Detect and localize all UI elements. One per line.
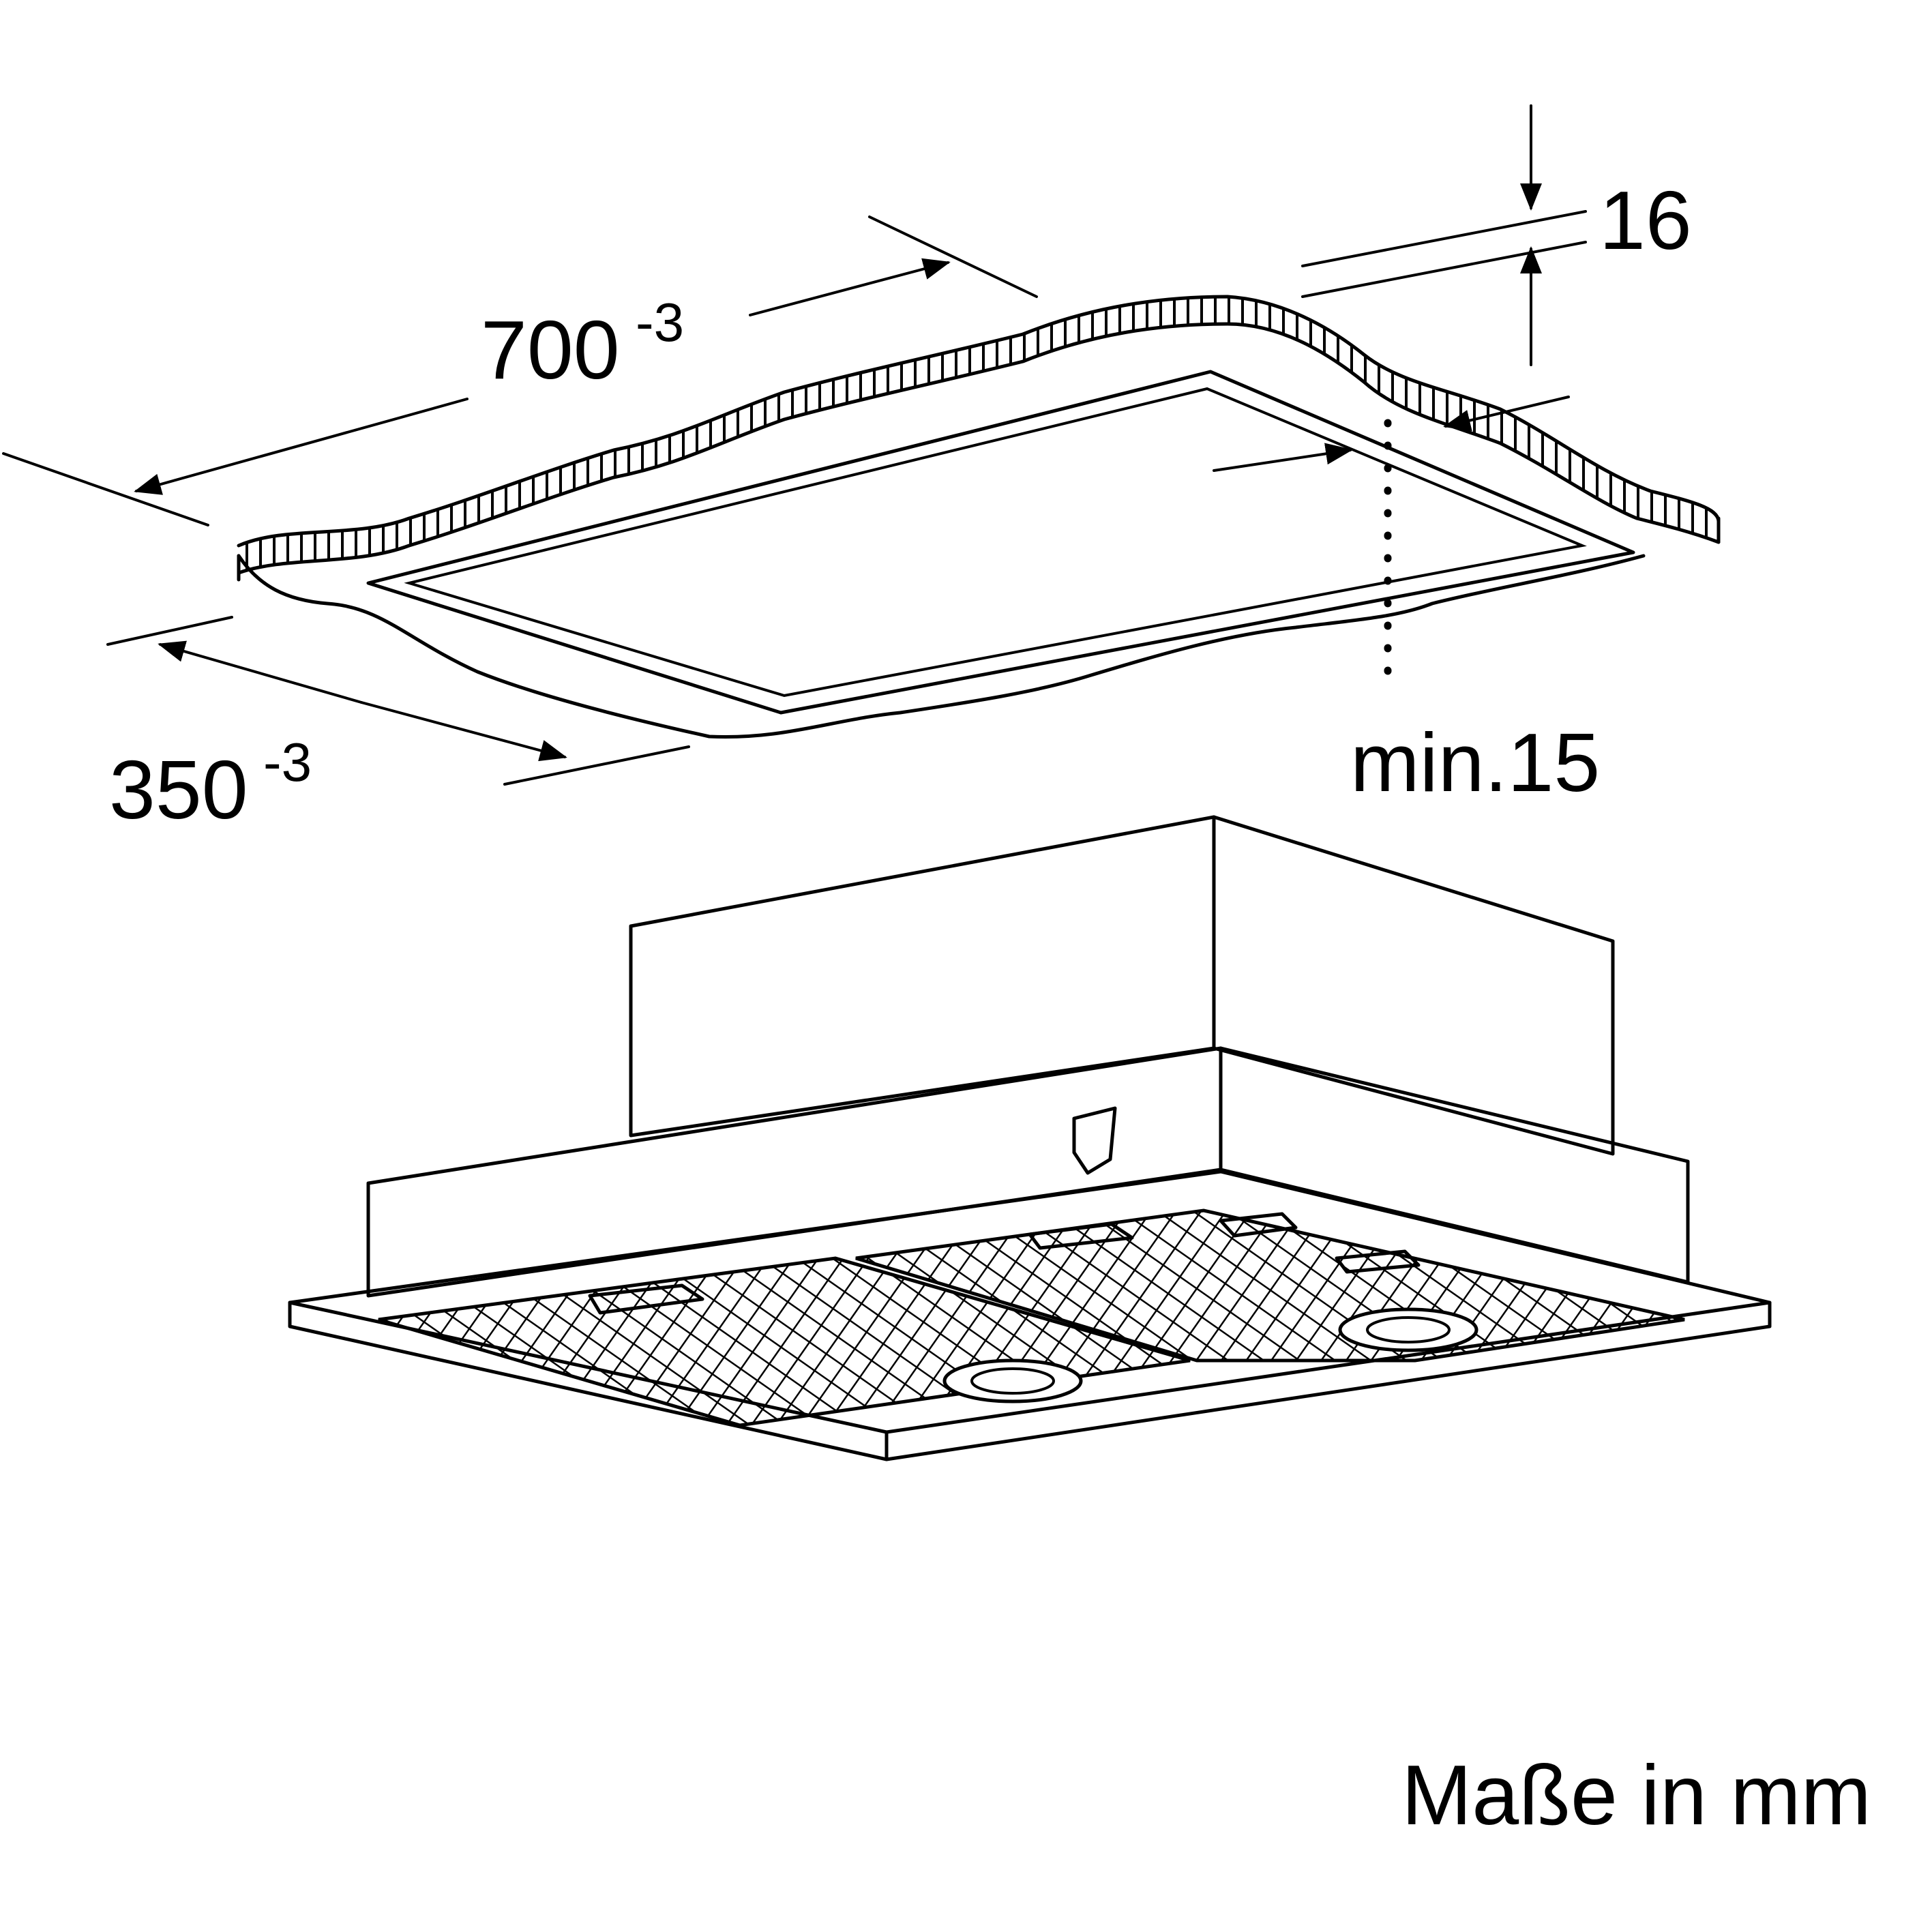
arrow-right (1213, 443, 1353, 472)
length-tolerance: -3 (636, 292, 684, 353)
dimension-16: 16 (1301, 104, 1692, 366)
arrow-left (1443, 396, 1570, 432)
cutout-opening (366, 370, 1635, 715)
thickness-label: 16 (1599, 174, 1692, 267)
filter-handle (588, 1283, 704, 1315)
range-hood (288, 815, 1772, 1461)
grease-filter-right (855, 1208, 1685, 1363)
ceiling-outline-lower (237, 554, 1646, 739)
filter-handle (1335, 1249, 1421, 1274)
dimension-min15: min.15 (1213, 396, 1600, 809)
motor-box-side (1212, 815, 1615, 1156)
units-note: Maße in mm (1401, 1749, 1871, 1843)
ceiling-cutout (237, 295, 1721, 739)
min-gap-label: min.15 (1350, 716, 1600, 809)
extension-line (868, 216, 1038, 298)
extension-line (2, 452, 209, 526)
depth-tolerance: -3 (263, 732, 312, 792)
extension-line (1301, 210, 1587, 267)
extension-line (106, 616, 233, 646)
dimension-700: 700 -3 (2, 216, 1038, 526)
motor-box-front (629, 815, 1216, 1138)
latch-tab (1072, 1106, 1117, 1175)
arrow-down (360, 701, 567, 762)
extension-line (503, 745, 690, 786)
extension-line (1301, 241, 1587, 298)
dimension-350: 350 -3 (106, 616, 690, 836)
arrow-right (749, 258, 951, 316)
arrow-left (134, 398, 469, 495)
length-label: 700 (481, 303, 620, 396)
depth-label: 350 (109, 743, 248, 836)
filter-handle (1028, 1222, 1134, 1250)
ceiling-hatch (239, 297, 1719, 573)
filter-handle (1219, 1212, 1298, 1238)
arrow-up (158, 640, 363, 704)
